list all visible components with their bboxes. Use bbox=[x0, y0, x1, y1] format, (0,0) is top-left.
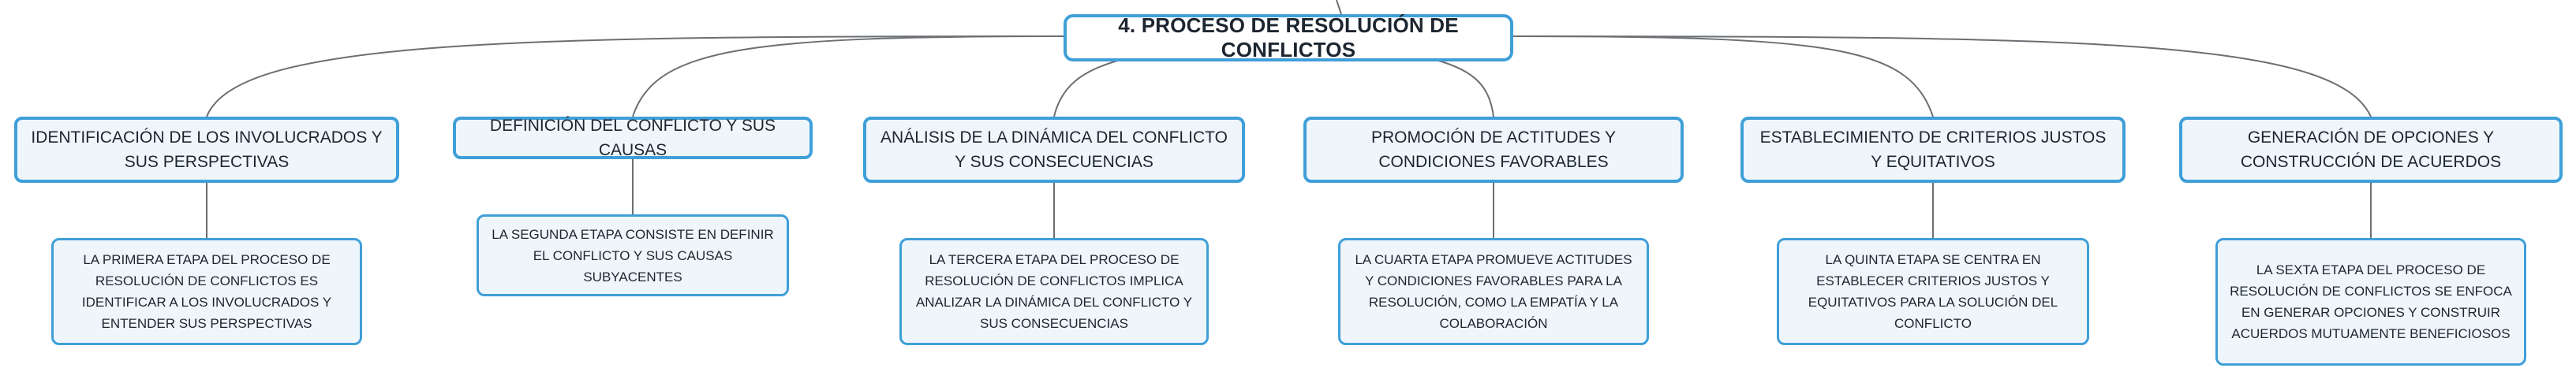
detail-node-6[interactable]: LA SEXTA ETAPA DEL PROCESO DE RESOLUCIÓN… bbox=[2215, 238, 2526, 366]
detail-node-2[interactable]: LA SEGUNDA ETAPA CONSISTE EN DEFINIR EL … bbox=[477, 214, 789, 296]
connector-root-step-4 bbox=[1435, 59, 1494, 117]
connector-root-step-5 bbox=[1512, 35, 1934, 117]
detail-node-3[interactable]: LA TERCERA ETAPA DEL PROCESO DE RESOLUCI… bbox=[899, 238, 1209, 345]
step-node-1[interactable]: IDENTIFICACIÓN DE LOS INVOLUCRADOS Y SUS… bbox=[14, 117, 399, 183]
step-node-3-label: ANÁLISIS DE LA DINÁMICA DEL CONFLICTO Y … bbox=[880, 128, 1228, 171]
detail-node-6-label: LA SEXTA ETAPA DEL PROCESO DE RESOLUCIÓN… bbox=[2230, 262, 2512, 341]
step-node-2[interactable]: DEFINICIÓN DEL CONFLICTO Y SUS CAUSAS bbox=[453, 117, 813, 159]
connector-root-step-3 bbox=[1053, 59, 1121, 117]
connector-root-step-6 bbox=[1512, 35, 2372, 117]
root-node-label: 4. PROCESO DE RESOLUCIÓN DE CONFLICTOS bbox=[1118, 13, 1459, 61]
detail-node-1[interactable]: LA PRIMERA ETAPA DEL PROCESO DE RESOLUCI… bbox=[51, 238, 362, 345]
connector-parent-stub bbox=[1336, 0, 1342, 15]
detail-node-2-label: LA SEGUNDA ETAPA CONSISTE EN DEFINIR EL … bbox=[492, 226, 774, 284]
detail-node-4[interactable]: LA CUARTA ETAPA PROMUEVE ACTITUDES Y CON… bbox=[1338, 238, 1649, 345]
detail-node-5-label: LA QUINTA ETAPA SE CENTRA EN ESTABLECER … bbox=[1808, 252, 2058, 331]
detail-node-1-label: LA PRIMERA ETAPA DEL PROCESO DE RESOLUCI… bbox=[81, 252, 332, 331]
step-node-4-label: PROMOCIÓN DE ACTITUDES Y CONDICIONES FAV… bbox=[1371, 128, 1616, 171]
step-node-4[interactable]: PROMOCIÓN DE ACTITUDES Y CONDICIONES FAV… bbox=[1303, 117, 1684, 183]
detail-node-5[interactable]: LA QUINTA ETAPA SE CENTRA EN ESTABLECER … bbox=[1777, 238, 2089, 345]
step-node-3[interactable]: ANÁLISIS DE LA DINÁMICA DEL CONFLICTO Y … bbox=[863, 117, 1245, 183]
connector-root-step-2 bbox=[632, 35, 1064, 117]
detail-node-3-label: LA TERCERA ETAPA DEL PROCESO DE RESOLUCI… bbox=[915, 252, 1193, 331]
step-node-6-label: GENERACIÓN DE OPCIONES Y CONSTRUCCIÓN DE… bbox=[2240, 128, 2502, 171]
connector-root-step-1 bbox=[206, 35, 1064, 117]
step-node-5-label: ESTABLECIMIENTO DE CRITERIOS JUSTOS Y EQ… bbox=[1759, 128, 2107, 171]
detail-node-4-label: LA CUARTA ETAPA PROMUEVE ACTITUDES Y CON… bbox=[1355, 252, 1632, 331]
root-node[interactable]: 4. PROCESO DE RESOLUCIÓN DE CONFLICTOS bbox=[1064, 13, 1513, 61]
step-node-5[interactable]: ESTABLECIMIENTO DE CRITERIOS JUSTOS Y EQ… bbox=[1740, 117, 2125, 183]
step-node-6[interactable]: GENERACIÓN DE OPCIONES Y CONSTRUCCIÓN DE… bbox=[2179, 117, 2563, 183]
step-node-1-label: IDENTIFICACIÓN DE LOS INVOLUCRADOS Y SUS… bbox=[31, 128, 383, 171]
step-node-2-label: DEFINICIÓN DEL CONFLICTO Y SUS CAUSAS bbox=[489, 117, 776, 159]
